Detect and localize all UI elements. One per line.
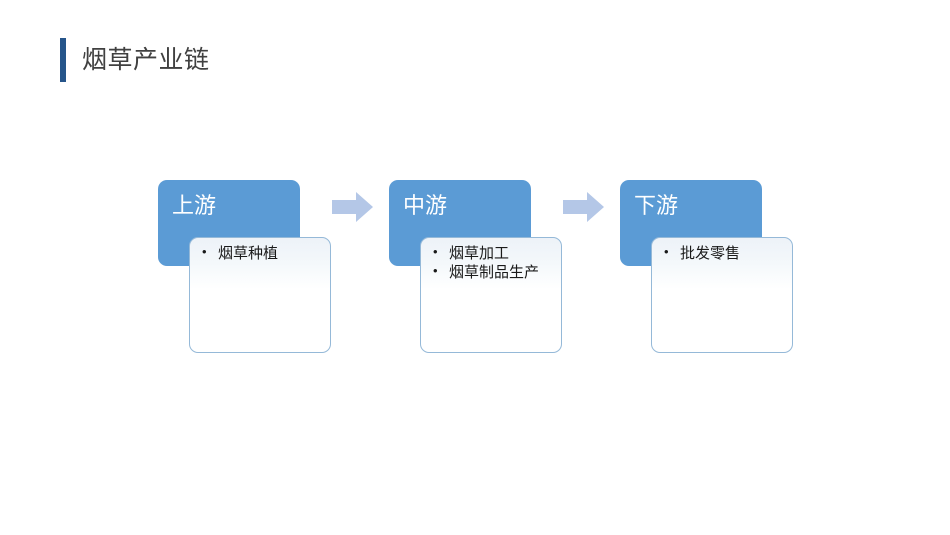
stage-header-label: 中游 [403,193,448,218]
slide-title-text: 烟草产业链 [82,45,210,74]
list-item: 烟草加工 [429,244,555,263]
chain-stage-upstream[interactable]: 上游 烟草种植 [158,180,331,353]
stage-header-label: 上游 [172,193,217,218]
stage-card-downstream[interactable]: 批发零售 [651,237,793,353]
chain-stage-midstream[interactable]: 中游 烟草加工 烟草制品生产 [389,180,562,353]
list-item: 批发零售 [660,244,786,263]
list-item: 烟草种植 [198,244,324,263]
stage-card-midstream[interactable]: 烟草加工 烟草制品生产 [420,237,562,353]
stage-card-upstream[interactable]: 烟草种植 [189,237,331,353]
arrow-right-icon [332,192,373,222]
stage-item-list: 烟草种植 [190,238,330,263]
stage-item-list: 烟草加工 烟草制品生产 [421,238,561,283]
stage-header-label: 下游 [634,193,679,218]
list-item: 烟草制品生产 [429,263,555,282]
page-title: 烟草产业链 [60,38,210,82]
title-accent-bar [60,38,66,82]
chain-stage-downstream[interactable]: 下游 批发零售 [620,180,793,353]
arrow-right-icon [563,192,604,222]
stage-item-list: 批发零售 [652,238,792,263]
